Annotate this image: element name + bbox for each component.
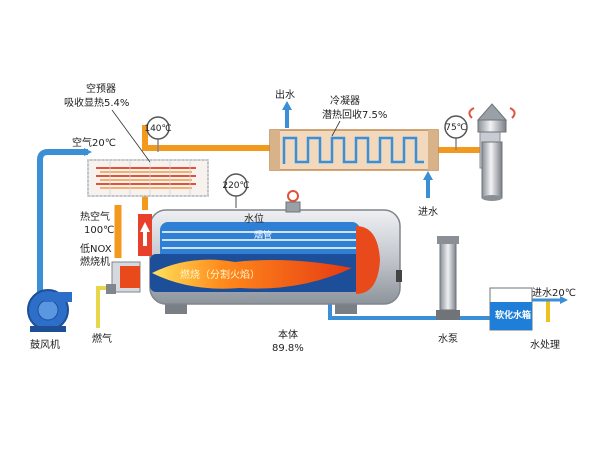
- burner-label-2: 燃烧机: [80, 255, 110, 268]
- flue-pipe-to-condenser: [142, 140, 270, 151]
- gauge-75-label: 75℃: [445, 123, 467, 133]
- air-preheater-label: 空预器: [86, 82, 116, 95]
- cold-air-pipe: [37, 149, 88, 300]
- water-out-label: 出水: [275, 88, 295, 101]
- hot-air-label: 热空气: [80, 210, 110, 223]
- flue-tubes: [162, 231, 356, 249]
- condenser-coil: [282, 136, 424, 164]
- gauge-220: 220℃: [222, 173, 250, 208]
- body-label: 本体: [278, 328, 298, 341]
- blower-fan: [27, 289, 72, 332]
- chimney: [468, 103, 516, 201]
- air-preheater-leader: [111, 109, 151, 163]
- hot-air-temp-label: 100℃: [84, 225, 114, 236]
- water-treatment-label: 水处理: [530, 339, 560, 351]
- condenser-label: 冷凝器: [330, 94, 360, 107]
- water-pump: [436, 236, 460, 320]
- exhaust-swirl-icon: [468, 107, 516, 119]
- air-preheater: [87, 159, 209, 197]
- softened-water-tank: [489, 287, 533, 331]
- fuel-gas-label: 燃气: [92, 332, 112, 345]
- water-in-right-label: 进水20℃: [532, 287, 576, 299]
- front-chamber-arrow: [140, 222, 150, 232]
- water-in-top-label: 进水: [418, 206, 438, 218]
- flue-tubes-label: 烟管: [254, 229, 272, 241]
- softened-tank-label: 软化水箱: [495, 309, 531, 321]
- boiler-body: [138, 209, 402, 314]
- water-pump-label: 水泵: [438, 333, 458, 345]
- condenser-gain-label: 潜热回收7.5%: [322, 108, 387, 121]
- gauge-140-label: 140℃: [144, 124, 171, 134]
- condenser: [269, 129, 439, 171]
- gauge-75: 75℃: [444, 115, 468, 150]
- condenser-leader: [331, 120, 341, 137]
- low-nox-burner: [106, 261, 141, 294]
- water-level-valve: [285, 190, 301, 213]
- water-in-top-arrow: [423, 171, 433, 180]
- body-efficiency-label: 89.8%: [272, 343, 304, 354]
- gauge-220-label: 220℃: [222, 181, 249, 191]
- water-level-label: 水位: [244, 212, 264, 225]
- blower-label: 鼓风机: [30, 338, 60, 351]
- gauge-140: 140℃: [144, 116, 172, 152]
- water-in-right-arrow: [560, 296, 568, 304]
- burner-label-1: 低NOX: [80, 242, 112, 255]
- flame: [152, 259, 352, 289]
- combustion-label: 燃烧（分割火焰）: [180, 268, 260, 281]
- air-in-arrow: [84, 148, 92, 156]
- air-in-label: 空气20℃: [72, 136, 116, 149]
- water-out-arrow: [282, 101, 292, 110]
- air-preheater-gain-label: 吸收显热5.4%: [64, 96, 129, 109]
